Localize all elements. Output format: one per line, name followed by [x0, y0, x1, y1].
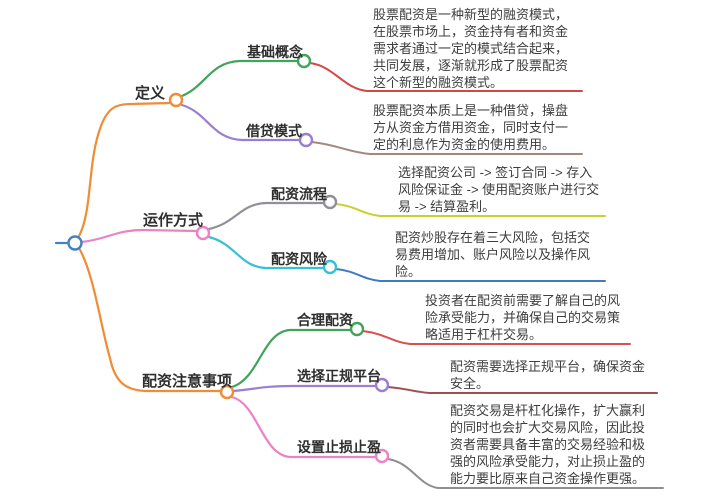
node-circle-choose-platform[interactable]: [374, 377, 390, 393]
node-circle-operation[interactable]: [195, 225, 211, 241]
note-financing-risk[interactable]: 配资炒股存在着三大风险，包括交 易费用增加、账户风险以及操作风 险。: [395, 230, 591, 279]
topic-operation[interactable]: 运作方式: [143, 212, 204, 229]
edge-financing-process-note: [335, 203, 606, 217]
note-reasonable-financing[interactable]: 投资者在配资前需要了解自己的风 险承受能力，并确保自己的交易策 略适用于杠杆交易…: [425, 293, 621, 342]
note-choose-platform[interactable]: 配资需要选择正规平台，确保资金 安全。: [450, 359, 646, 391]
root-node-circle[interactable]: [67, 235, 83, 251]
node-circle-lending-model[interactable]: [298, 132, 314, 148]
edge-root-operation: [80, 228, 198, 244]
topic-definition[interactable]: 定义: [135, 85, 166, 102]
edge-definition-lending-model: [180, 103, 302, 142]
note-stop-loss[interactable]: 配资交易是杆杠化操作，扩大赢利 的同时也会扩大交易风险，因此投 资者需要具备丰富…: [450, 403, 646, 486]
edge-basic-concept-note: [309, 62, 583, 92]
topic-basic-concept[interactable]: 基础概念: [247, 44, 303, 60]
edge-reasonable-financing-note: [362, 330, 631, 345]
edge-precautions-choose-platform: [231, 384, 378, 393]
edge-choose-platform-note: [387, 386, 658, 394]
node-circle-basic-concept[interactable]: [296, 53, 312, 69]
node-circle-financing-process[interactable]: [322, 194, 338, 210]
edge-definition-basic-concept: [180, 59, 300, 98]
edge-financing-risk-note: [335, 268, 606, 282]
node-circle-precautions[interactable]: [219, 384, 235, 400]
edge-root-precautions: [77, 246, 223, 393]
note-basic-concept[interactable]: 股票配资是一种新型的融资模式， 在股票市场上，资金持有者和资金 需求者通过一定的…: [373, 7, 569, 90]
edge-operation-financing-risk: [207, 235, 326, 270]
note-lending-model[interactable]: 股票配资本质上是一种借贷，操盘 方从资金方借用资金，同时支付一 定的利息作为资金…: [373, 103, 569, 152]
node-circle-stop-loss[interactable]: [374, 448, 390, 464]
edge-lending-model-note: [311, 141, 583, 155]
topic-stop-loss[interactable]: 设置止损止盈: [297, 439, 381, 455]
node-circle-reasonable-financing[interactable]: [349, 321, 365, 337]
topic-lending-model[interactable]: 借贷模式: [246, 123, 302, 139]
topic-financing-process[interactable]: 配资流程: [271, 186, 327, 202]
topic-financing-risk[interactable]: 配资风险: [271, 251, 327, 267]
topic-reasonable-financing[interactable]: 合理配资: [297, 312, 353, 328]
edge-stop-loss-note: [387, 458, 664, 489]
note-financing-process[interactable]: 选择配资公司 -> 签订合同 -> 存入 风险保证金 -> 使用配资账户进行交 …: [398, 165, 600, 214]
edge-root-definition: [76, 101, 172, 240]
edge-precautions-reasonable-financing: [230, 328, 353, 389]
edge-operation-financing-process: [207, 201, 326, 231]
topic-precautions[interactable]: 配资注意事项: [142, 373, 233, 390]
node-circle-definition[interactable]: [168, 92, 184, 108]
topic-choose-platform[interactable]: 选择正规平台: [297, 368, 381, 384]
node-circle-financing-risk[interactable]: [322, 259, 338, 275]
edge-precautions-stop-loss: [230, 395, 378, 459]
